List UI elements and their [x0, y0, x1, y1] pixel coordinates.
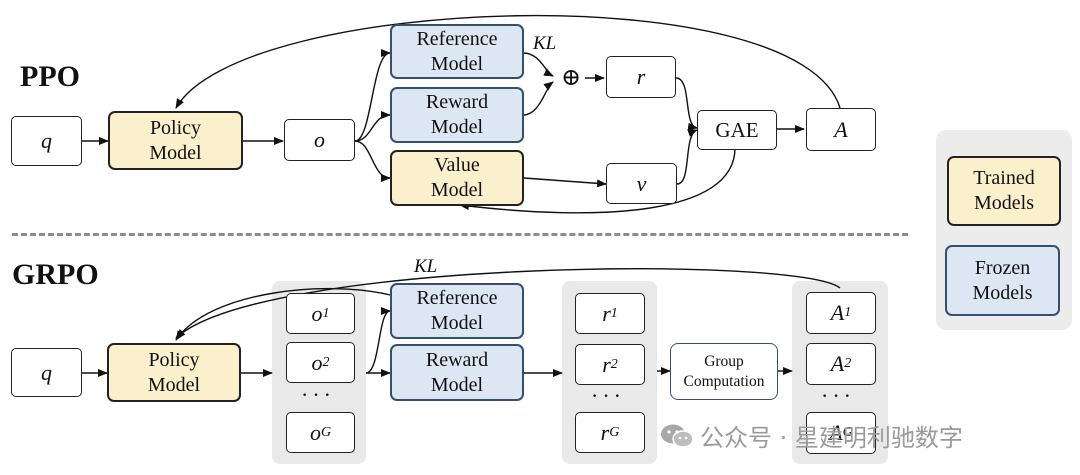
arrow-value-v — [523, 177, 607, 188]
grpo-a-ellipsis: ··· — [821, 383, 855, 408]
arrow-grpo-a-policy-feedback — [175, 268, 841, 339]
ppo-policy-model: Policy Model — [108, 111, 243, 170]
grpo-group-computation: Group Computation — [670, 343, 778, 400]
grpo-r-ellipsis: ··· — [591, 383, 625, 408]
arrow-v-gae — [676, 129, 698, 185]
ppo-oplus-sign: ⊕ — [561, 65, 582, 91]
arrow-o-reference — [354, 49, 391, 142]
ppo-kl-label: KL — [533, 33, 557, 54]
arrow-reward-oplus — [522, 81, 554, 116]
grpo-q-node: q — [11, 348, 82, 397]
grpo-policy-model: Policy Model — [107, 343, 241, 402]
ppo-v-node: v — [606, 163, 677, 204]
grpo-kl-label: KL — [414, 256, 438, 277]
watermark: 公众号 · 星建明利驰数字 — [660, 418, 963, 453]
ppo-gae-node: GAE — [697, 110, 777, 150]
ppo-value-model: Value Model — [390, 150, 524, 206]
watermark-text: 公众号 · 星建明利驰数字 — [700, 424, 963, 452]
ppo-r-node: r — [606, 56, 676, 98]
legend-trained-models: Trained Models — [947, 156, 1061, 226]
ppo-q-node: q — [11, 116, 82, 166]
grpo-reward-model: Reward Model — [390, 344, 524, 401]
ppo-reference-model: Reference Model — [390, 24, 524, 79]
arrow-grpo-o-reference — [365, 307, 391, 374]
legend-frozen-models: Frozen Models — [945, 245, 1060, 316]
grpo-title: GRPO — [12, 258, 99, 291]
arrow-grpo-reference-policy-kl — [175, 287, 391, 341]
arrow-reference-oplus — [522, 52, 554, 77]
arrow-o-reward — [354, 111, 391, 142]
arrow-gae-value-feedback — [459, 147, 736, 214]
ppo-title: PPO — [20, 60, 80, 93]
arrow-a-policy-feedback — [175, 14, 841, 109]
ppo-reward-model: Reward Model — [390, 87, 524, 143]
grpo-reference-model: Reference Model — [390, 283, 524, 339]
grpo-o-ellipsis: ··· — [301, 382, 335, 407]
ppo-o-node: o — [284, 119, 355, 161]
ppo-a-node: A — [806, 108, 876, 151]
section-divider — [12, 233, 908, 236]
arrow-o-value — [354, 140, 391, 182]
arrow-r-gae — [675, 77, 698, 131]
wechat-icon — [661, 424, 694, 448]
